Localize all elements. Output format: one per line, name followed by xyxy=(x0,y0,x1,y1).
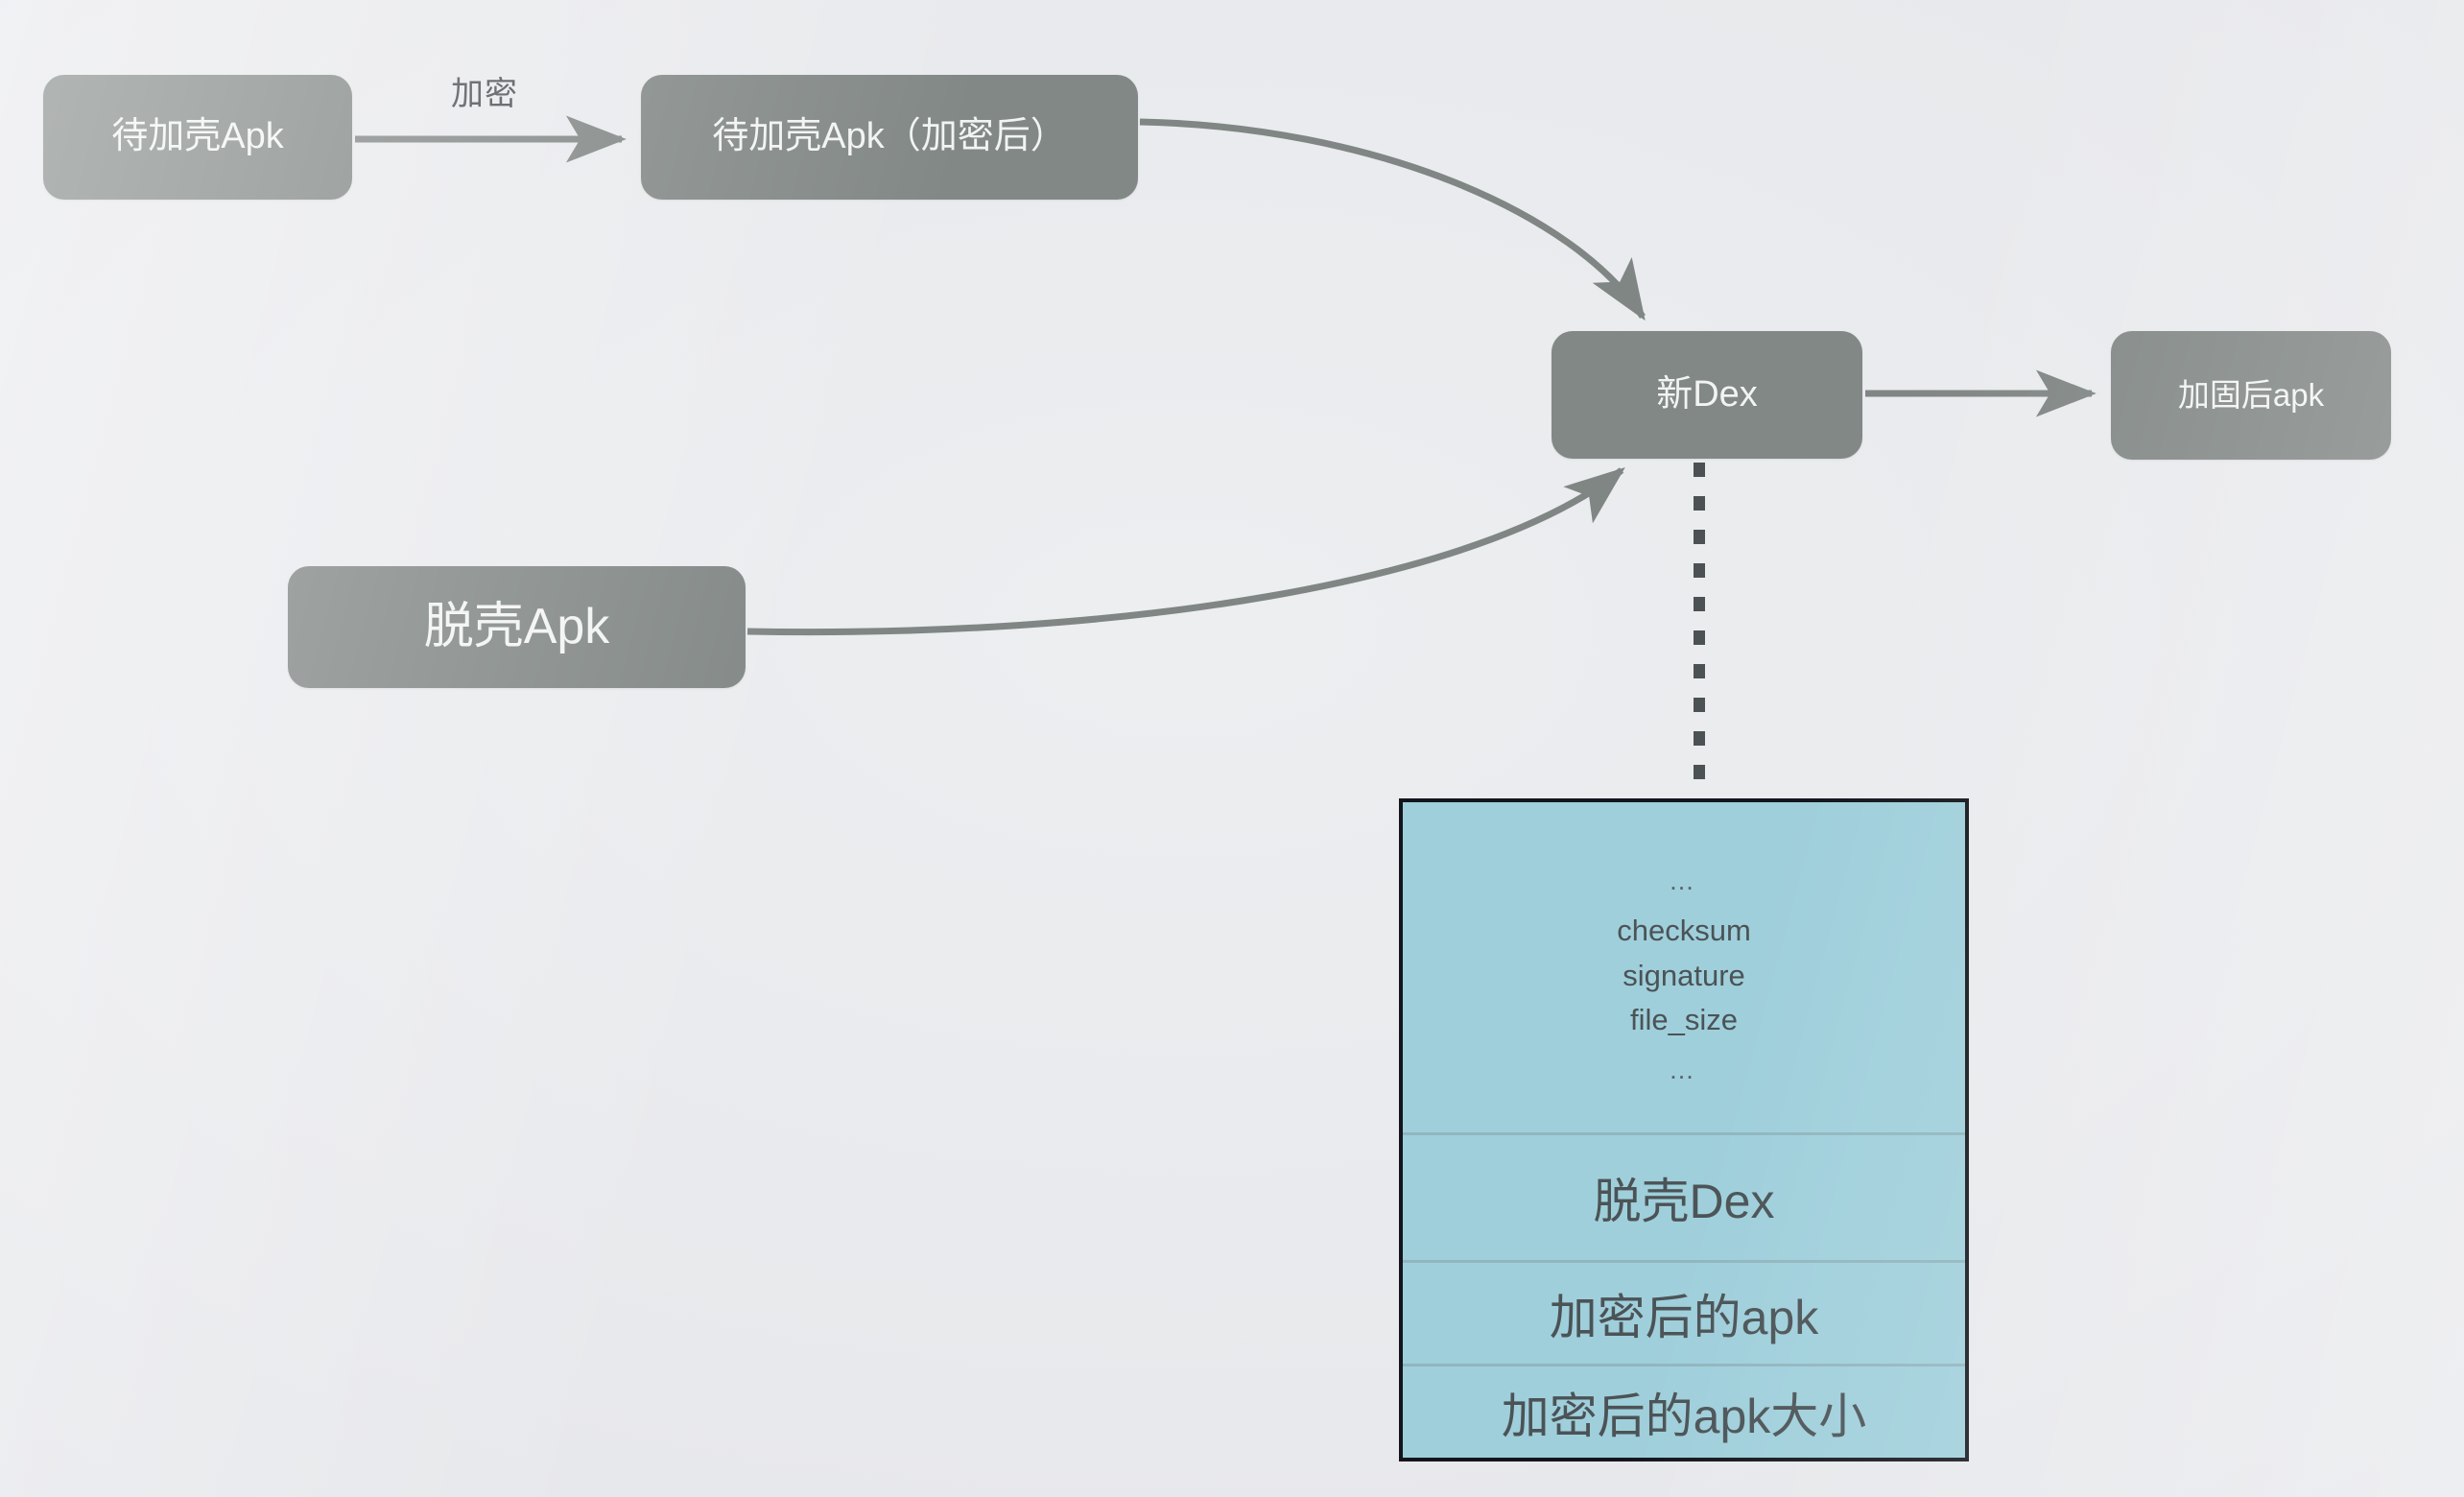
dex-header-cell: … checksum signature file_size … xyxy=(1403,802,1965,1135)
dex-row-unshell-dex-label: 脱壳Dex xyxy=(1593,1174,1775,1228)
node-hardened-apk-label: 加固后apk xyxy=(2177,376,2325,413)
node-apk-plain-label: 待加壳Apk xyxy=(111,116,284,157)
dex-structure-table: … checksum signature file_size … 脱壳Dex 加… xyxy=(1399,798,1969,1461)
node-apk-plain[interactable]: 待加壳Apk xyxy=(43,75,352,200)
dex-row-encrypted-apk-size: 加密后的apk大小 xyxy=(1403,1366,1965,1458)
node-new-dex[interactable]: 新Dex xyxy=(1552,331,1862,459)
dex-row-encrypted-apk-size-label: 加密后的apk大小 xyxy=(1501,1389,1867,1443)
dex-row-unshell-dex: 脱壳Dex xyxy=(1403,1135,1965,1264)
dex-header-line-3: file_size xyxy=(1630,1003,1738,1036)
node-apk-encrypted-label: 待加壳Apk（加密后） xyxy=(712,116,1067,157)
edge-unshell-to-newdex xyxy=(746,466,1625,636)
dex-header-line-0: … xyxy=(1669,867,1699,896)
node-new-dex-label: 新Dex xyxy=(1656,373,1758,415)
dex-header-line-4: … xyxy=(1669,1055,1699,1084)
dex-row-encrypted-apk: 加密后的apk xyxy=(1403,1263,1965,1367)
node-unshell-apk-label: 脱壳Apk xyxy=(423,598,610,654)
dex-header-line-1: checksum xyxy=(1617,914,1751,947)
dex-row-encrypted-apk-label: 加密后的apk xyxy=(1549,1290,1819,1344)
edge-label-encrypt: 加密 xyxy=(451,76,518,112)
dex-header-line-2: signature xyxy=(1623,958,1745,992)
edge-encrypted-to-newdex xyxy=(1139,118,1646,321)
node-unshell-apk[interactable]: 脱壳Apk xyxy=(288,566,746,688)
node-apk-encrypted[interactable]: 待加壳Apk（加密后） xyxy=(641,75,1138,200)
node-hardened-apk[interactable]: 加固后apk xyxy=(2111,331,2391,460)
